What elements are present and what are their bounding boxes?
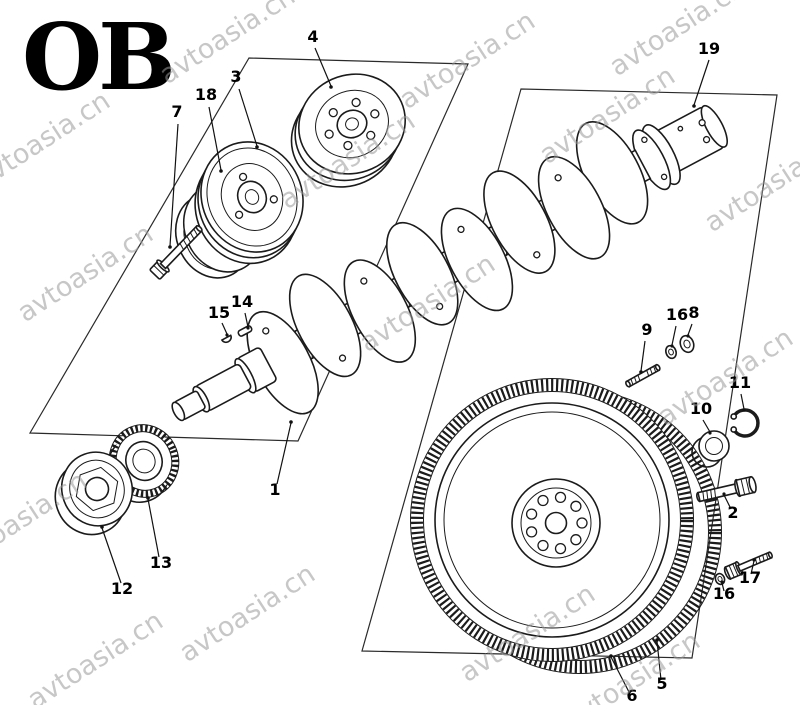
- woodruff-key-15: [220, 334, 232, 344]
- callout-14: 14: [231, 292, 253, 330]
- damper-pulley: [290, 73, 407, 188]
- callout-18: 18: [195, 85, 223, 173]
- callout-3: 3: [230, 67, 259, 149]
- oil-seal-ring: [691, 430, 730, 468]
- callout-7: 7: [168, 102, 183, 249]
- callout-label: 6: [626, 686, 637, 705]
- crank-pulley-hub: [54, 451, 134, 536]
- stud-bolt: [625, 363, 661, 388]
- callout-label: 4: [307, 27, 318, 46]
- callout-17: 17: [739, 558, 761, 587]
- crankshaft: [171, 104, 728, 422]
- washer-upper: [665, 344, 677, 360]
- callout-2: 2: [722, 492, 739, 522]
- callout-16-lower: 16: [713, 580, 735, 603]
- callout-label: 7: [171, 102, 182, 121]
- callout-label: 8: [688, 303, 699, 322]
- callout-8: 8: [686, 303, 700, 338]
- callout-label: 15: [208, 303, 230, 322]
- callout-10: 10: [690, 399, 712, 435]
- callout-label: 18: [195, 85, 217, 104]
- v-belt-pulley: [194, 141, 304, 265]
- snap-ring: [730, 408, 760, 438]
- callout-label: 12: [111, 579, 133, 598]
- callout-15: 15: [208, 303, 230, 337]
- callout-label: 11: [729, 373, 751, 392]
- hex-bolt-17: [723, 551, 773, 581]
- callout-label: 16: [713, 584, 735, 603]
- callout-label: 17: [739, 568, 761, 587]
- callout-label: 19: [698, 39, 720, 58]
- callout-11: 11: [729, 373, 751, 412]
- flywheel: [410, 378, 694, 662]
- callout-label: 5: [656, 674, 667, 693]
- lock-washer: [679, 334, 695, 354]
- callout-16-upper: 16: [666, 305, 688, 348]
- hex-bolt-2: [696, 475, 757, 503]
- callout-9: 9: [639, 320, 653, 374]
- callout-6: 6: [609, 654, 638, 705]
- callout-13: 13: [146, 496, 172, 572]
- callout-label: 16: [666, 305, 688, 324]
- frame-parallelogram-left: [28, 57, 469, 442]
- callout-label: 14: [231, 292, 253, 311]
- callout-5: 5: [655, 638, 668, 693]
- callout-12: 12: [100, 525, 133, 598]
- page-code: OB: [22, 3, 176, 111]
- callout-label: 13: [150, 553, 172, 572]
- callout-19: 19: [692, 39, 720, 108]
- callout-4: 4: [307, 27, 333, 89]
- callout-label: 2: [727, 503, 738, 522]
- front-pulley-bolt: [149, 225, 203, 280]
- callout-label: 9: [641, 320, 652, 339]
- callout-label: 10: [690, 399, 712, 418]
- callout-label: 3: [230, 67, 241, 86]
- callout-1: 1: [269, 420, 293, 499]
- callout-label: 1: [269, 480, 280, 499]
